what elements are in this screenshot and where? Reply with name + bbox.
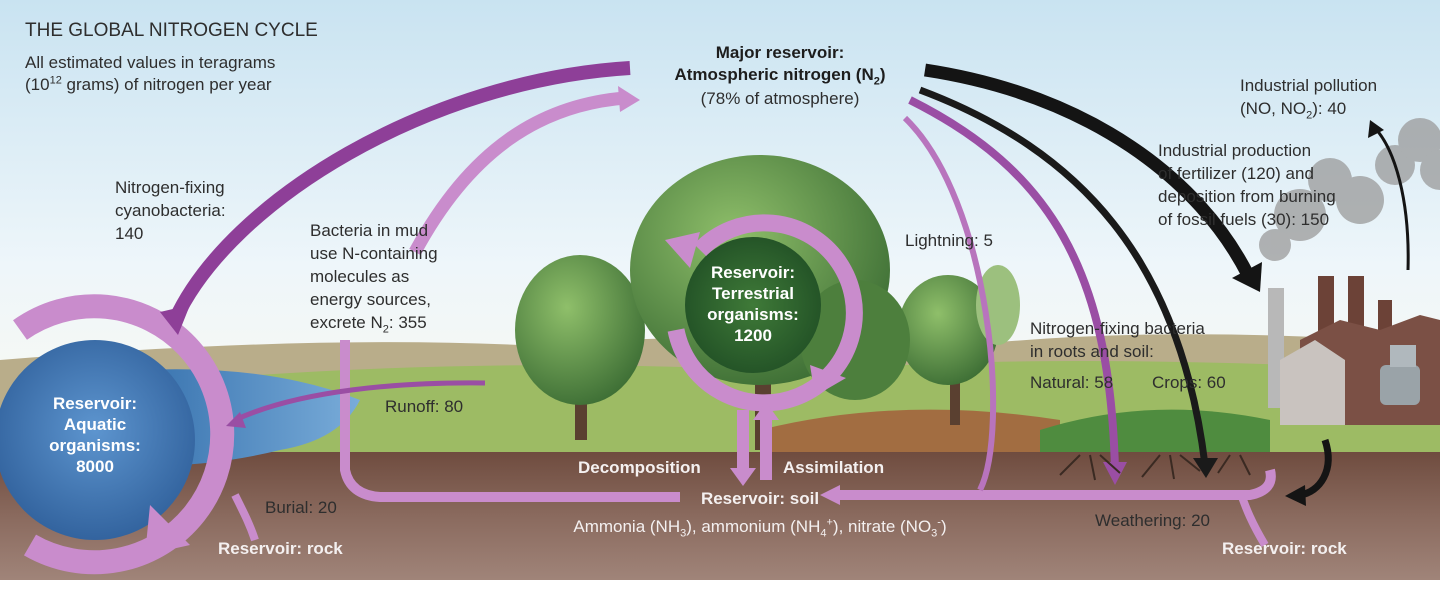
atmosphere-share: (78% of atmosphere) bbox=[700, 89, 860, 108]
runoff-head bbox=[226, 412, 246, 428]
industrial-pollution-arrow bbox=[1373, 126, 1410, 271]
fixing-bacteria-line1: Nitrogen-fixing bacteria bbox=[1030, 319, 1205, 338]
crops-head bbox=[1193, 458, 1218, 478]
mud-bacteria-line4: energy sources, bbox=[310, 290, 431, 309]
mud-bacteria-arrow-head bbox=[618, 86, 640, 112]
smoke bbox=[1259, 118, 1440, 261]
aquatic-ring-head bbox=[145, 505, 190, 555]
cyanobacteria-value: 140 bbox=[115, 224, 144, 243]
factory bbox=[1268, 276, 1440, 425]
rock-right-label: Reservoir: rock bbox=[1222, 539, 1347, 558]
runoff-label: Runoff: 80 bbox=[385, 397, 464, 416]
fixing-bacteria-natural: Natural: 58 bbox=[1030, 373, 1114, 392]
soil-band-right bbox=[840, 468, 1276, 500]
fixing-bacteria-line2: in roots and soil: bbox=[1030, 342, 1154, 361]
units-note-line1: All estimated values in teragrams bbox=[25, 53, 276, 72]
weathering-label: Weathering: 20 bbox=[1095, 511, 1210, 530]
cyanobacteria-arrow-head bbox=[160, 305, 190, 335]
decomposition-head bbox=[730, 468, 756, 486]
mud-bacteria-arrow bbox=[409, 91, 626, 256]
industrial-production-line4: of fossil fuels (30): 150 bbox=[1158, 210, 1330, 229]
aquatic-ring bbox=[13, 294, 235, 575]
cyanobacteria-line2: cyanobacteria: bbox=[115, 201, 226, 220]
crop-field bbox=[1040, 409, 1270, 455]
cyanobacteria-line1: Nitrogen-fixing bbox=[115, 178, 225, 197]
lightning-arrow bbox=[902, 115, 997, 492]
industrial-pollution-line1: Industrial pollution bbox=[1240, 76, 1378, 95]
denitrification-line bbox=[340, 340, 680, 502]
terrestrial-reservoir-label: Reservoir: Terrestrial organisms: 1200 bbox=[707, 263, 799, 345]
terrestrial-ring-head bbox=[665, 232, 700, 268]
mud-bacteria-line1: Bacteria in mud bbox=[310, 221, 429, 240]
soil-compounds: Ammonia (NH3), ammonium (NH4+), nitrate … bbox=[573, 516, 947, 540]
decomposition-label: Decomposition bbox=[578, 458, 701, 477]
lightning-label: Lightning: 5 bbox=[905, 231, 993, 250]
industrial-production-arrow bbox=[924, 63, 1254, 278]
industrial-pollution-line2: (NO, NO2): 40 bbox=[1240, 99, 1347, 122]
roots bbox=[1059, 454, 1251, 481]
terrestrial-ring bbox=[667, 214, 863, 412]
weathering-arrow bbox=[1238, 495, 1269, 548]
crops-arrow bbox=[918, 86, 1209, 466]
rock-left-label: Reservoir: rock bbox=[218, 539, 343, 558]
industrial-production-line2: of fertilizer (120) and bbox=[1158, 164, 1314, 183]
aquatic-reservoir-label: Reservoir: Aquatic organisms: 8000 bbox=[49, 394, 141, 476]
terrestrial-disc bbox=[685, 237, 821, 373]
soil bbox=[0, 452, 1440, 580]
assimilation-arrow bbox=[760, 418, 772, 480]
atmosphere-name: Atmospheric nitrogen (N2) bbox=[674, 65, 886, 88]
mud-bacteria-line2: use N-containing bbox=[310, 244, 438, 263]
soil-band-head-left bbox=[820, 485, 840, 505]
runoff-arrow bbox=[233, 380, 486, 423]
natural-fixation-head bbox=[1103, 462, 1127, 485]
decomposition-arrow bbox=[737, 410, 749, 472]
fixing-bacteria-crops: Crops: 60 bbox=[1152, 373, 1226, 392]
soil-reservoir-title: Reservoir: soil bbox=[700, 489, 820, 508]
leaf-litter bbox=[760, 409, 1060, 455]
industrial-production-line1: Industrial production bbox=[1158, 141, 1312, 160]
cyanobacteria-arrow bbox=[168, 61, 631, 323]
burial-label: Burial: 20 bbox=[265, 498, 337, 517]
assimilation-head bbox=[753, 402, 779, 420]
industrial-pollution-head bbox=[1368, 120, 1384, 138]
page-title: THE GLOBAL NITROGEN CYCLE bbox=[25, 20, 318, 41]
aquatic-disc bbox=[0, 340, 195, 540]
natural-fixation-arrow bbox=[908, 96, 1119, 471]
units-note-line2: (1012 grams) of nitrogen per year bbox=[25, 74, 272, 94]
terrestrial-ring-head-2 bbox=[810, 365, 846, 396]
assimilation-label: Assimilation bbox=[783, 458, 885, 477]
mud-bacteria-line3: molecules as bbox=[310, 267, 410, 286]
industrial-production-line3: deposition from burning bbox=[1158, 187, 1336, 206]
mud-bacteria-line5: excrete N2: 355 bbox=[310, 313, 427, 336]
factory-to-soil-head bbox=[1285, 485, 1306, 506]
atmosphere-title: Major reservoir: bbox=[715, 43, 845, 62]
industrial-production-head bbox=[1232, 262, 1262, 292]
burial-arrow bbox=[231, 493, 259, 542]
